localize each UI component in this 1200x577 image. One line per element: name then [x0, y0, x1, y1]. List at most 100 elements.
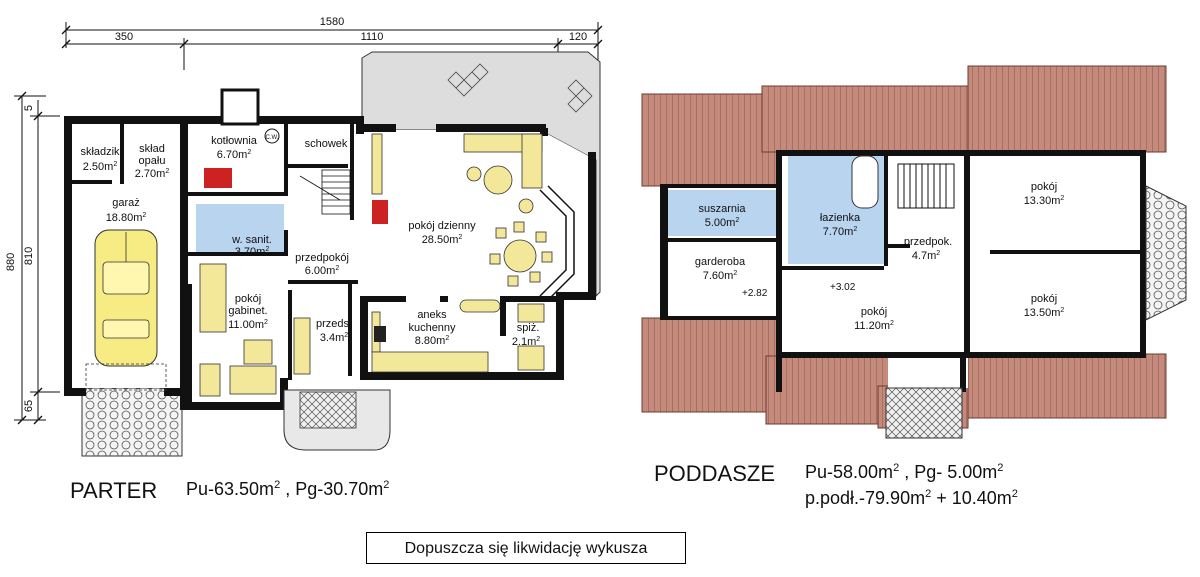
room-skladzik-area: 2.50m2: [83, 161, 118, 173]
dim-total: 1580: [320, 16, 344, 28]
parter-wc-tiles: [196, 204, 284, 252]
dim-seg2: 1110: [361, 31, 384, 43]
dimension-ticks: [17, 25, 603, 425]
room-skladzik-name: składzik: [80, 146, 120, 158]
area-sup: 2: [165, 168, 169, 175]
poddasze-podl-extra: + 10.40m: [931, 488, 1012, 508]
parter-bay-window: [539, 185, 575, 301]
area-sup: 2: [536, 336, 540, 343]
room-pokoj2-name: pokój: [861, 306, 887, 318]
poddasze-pg: , Pg- 5.00m: [899, 462, 998, 482]
area-sup: 2: [936, 250, 940, 257]
dim-v-top: 5: [23, 105, 35, 111]
dim-v-total: 880: [5, 253, 17, 271]
poddasze-areas: Pu-58.00m2 , Pg- 5.00m2: [805, 462, 1004, 482]
area-sup: 2: [142, 212, 146, 219]
suszarnia-tiles: [668, 190, 778, 236]
room-schowek-name: schowek: [305, 138, 348, 150]
room-przeds-name: przeds.: [316, 318, 352, 330]
bathtub: [851, 155, 879, 209]
room-garderoba-area: 7.60m2: [703, 270, 738, 282]
room-wc-name: w. sanit.: [231, 234, 272, 246]
room-przedpok-area: 4.7m2: [912, 250, 940, 262]
poddasze-podl: p.podł.-79.90m2 + 10.40m2: [805, 488, 1018, 508]
stove: [374, 326, 386, 342]
room-spiz-area: 2.1m2: [512, 336, 540, 348]
dim-v-bottom: 65: [23, 400, 35, 412]
parter-areas: Pu-63.50m2 , Pg-30.70m2: [186, 479, 390, 499]
cw-symbol: C.W.: [266, 135, 279, 141]
room-aneks-name2: kuchenny: [408, 322, 456, 334]
poddasze-bay: [1145, 185, 1187, 321]
room-pokoj3-area: 13.50m2: [1024, 307, 1065, 319]
parter-title: PARTER: [70, 478, 158, 503]
poddasze-stairs: [897, 163, 955, 209]
area-sup: 2: [735, 217, 739, 224]
parter-furniture: [199, 133, 553, 397]
area-sup: 2: [247, 149, 251, 156]
room-suszarnia-name: suszarnia: [698, 203, 746, 215]
dim-v-mid: 810: [23, 247, 35, 265]
room-pokoj1-name: pokój: [1031, 181, 1057, 193]
room-przedpok-name: przedpok.: [904, 236, 952, 248]
balcony: [885, 387, 963, 439]
dim-seg3: 120: [569, 31, 587, 43]
area-sup: 2: [335, 265, 339, 272]
room-garaz-area: 18.80m2: [106, 212, 147, 224]
area-sup: 2: [458, 234, 462, 241]
room-garderoba-name: garderoba: [695, 256, 746, 268]
dimension-lines: [14, 22, 599, 421]
room-sklad-name: skład: [139, 143, 165, 155]
room-przeds-area: 3.4m2: [320, 332, 348, 344]
room-gabinet-name: pokój: [235, 293, 261, 305]
parter-plan: C.W. składzik 2.50m2 skład opału 2.70m2 …: [64, 51, 601, 457]
room-wc-area: 3.70m2: [235, 246, 270, 258]
area-sup: 2: [264, 319, 268, 326]
room-dzienny-area: 28.50m2: [422, 234, 463, 246]
room-sklad-area: 2.70m2: [135, 168, 170, 180]
poddasze-pu: Pu-58.00m: [805, 462, 894, 482]
room-gabinet-area: 11.00m2: [228, 319, 268, 331]
room-przedpokoj-area: 6.00m2: [305, 265, 340, 277]
parter-stairs: [299, 169, 351, 215]
area-sup: 2: [1060, 195, 1064, 202]
poddasze-walls: [660, 150, 1146, 392]
room-kotlownia-name: kotłownia: [211, 135, 258, 147]
room-pokoj1-area: 13.30m2: [1024, 195, 1065, 207]
area-sup: 2: [344, 332, 348, 339]
area-sup: 2: [733, 270, 737, 277]
car-icon: [94, 229, 158, 367]
garage-driveway: [81, 387, 183, 457]
room-spiz-name: spiż.: [517, 322, 540, 334]
poddasze-floor: [664, 152, 1144, 388]
room-przedpokoj-name: przedpokój: [295, 252, 349, 264]
dim-seg1: 350: [115, 31, 133, 43]
area-sup: 2: [853, 226, 857, 233]
room-pokoj3-name: pokój: [1031, 293, 1057, 305]
room-lazienka-area: 7.70m2: [823, 226, 858, 238]
area-sup: 2: [1060, 307, 1064, 314]
fireplace: [372, 200, 388, 224]
parter-pg: , Pg-30.70m: [280, 479, 384, 499]
note-box: Dopuszcza się likwidację wykusza: [366, 532, 686, 564]
area-sup: 2: [113, 161, 117, 168]
level-mark-2: +3.02: [830, 282, 856, 293]
room-sklad-name2: opału: [139, 155, 166, 167]
area-sup: 2: [890, 320, 894, 327]
room-lazienka-name: łazienka: [820, 212, 861, 224]
room-aneks-name: aneks: [417, 309, 447, 321]
room-gabinet-name2: gabinet.: [228, 305, 267, 317]
parter-pu: Pu-63.50m: [186, 479, 275, 499]
terrace-pattern: [447, 63, 593, 113]
parter-walls: [64, 88, 596, 410]
room-dzienny-name: pokój dzienny: [408, 220, 476, 232]
room-suszarnia-area: 5.00m2: [705, 217, 740, 229]
room-kotlownia-area: 6.70m2: [217, 149, 252, 161]
poddasze-plan: suszarnia 5.00m2 łazienka 7.70m2 pokój 1…: [641, 65, 1187, 439]
area-sup: 2: [265, 246, 269, 253]
room-garaz-name: garaż: [112, 197, 140, 209]
room-aneks-area: 8.80m2: [415, 335, 450, 347]
level-mark-1: +2.82: [742, 288, 768, 299]
room-pokoj2-area: 11.20m2: [854, 320, 894, 332]
